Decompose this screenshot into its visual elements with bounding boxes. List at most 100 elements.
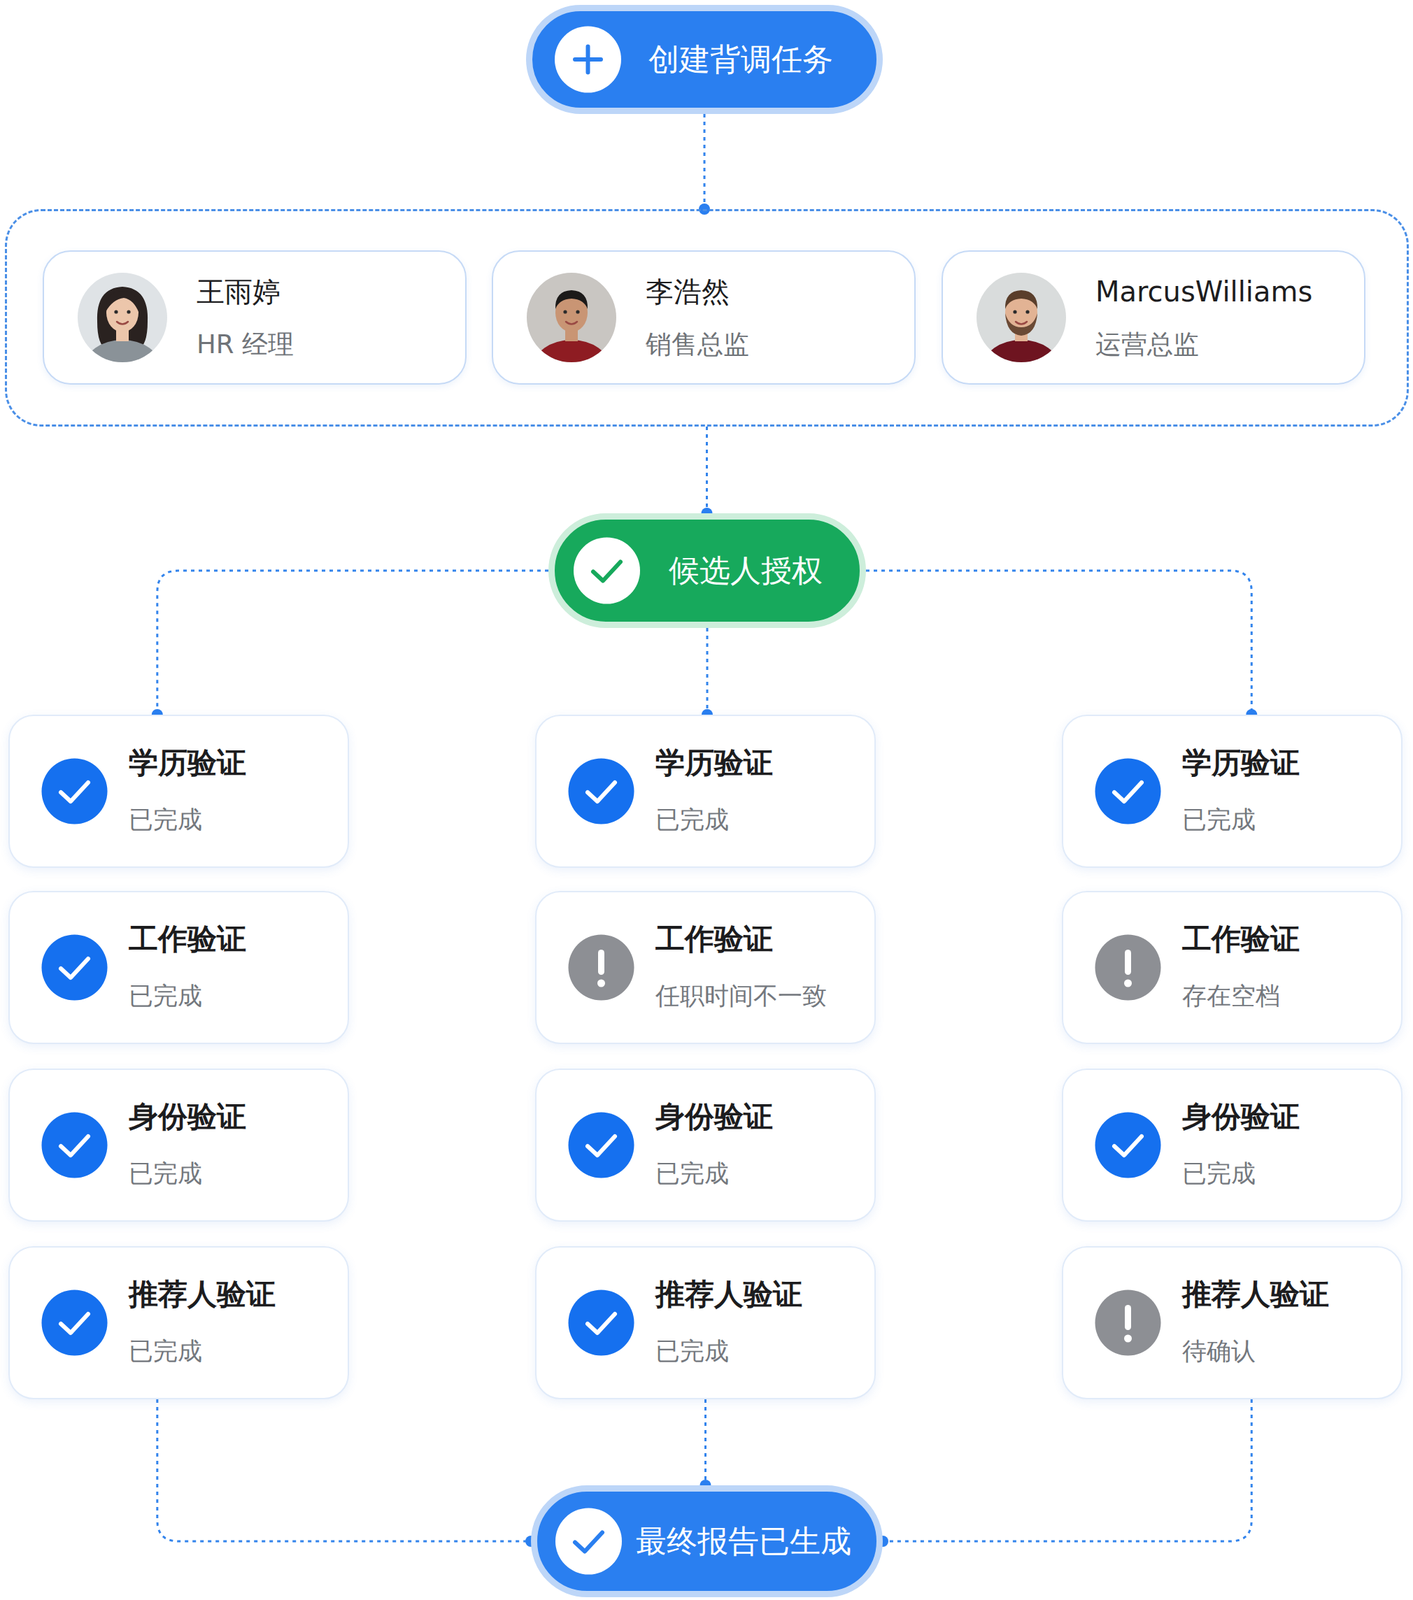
avatar-beard xyxy=(1005,313,1038,336)
warning-icon xyxy=(567,934,635,1001)
done-icon xyxy=(41,934,108,1001)
verification-card: 学历验证已完成 xyxy=(535,714,876,869)
icon-disc xyxy=(41,935,108,1001)
avatar-hair-top xyxy=(555,290,588,310)
avatar-hair-top xyxy=(105,290,140,314)
check-mark xyxy=(1114,1136,1142,1156)
dotted-connector xyxy=(157,1399,531,1542)
check-status: 任职时间不一致 xyxy=(655,980,827,1012)
dotted-connector xyxy=(157,570,549,715)
dotted-connector xyxy=(704,1399,707,1486)
avatar-eye xyxy=(563,309,567,314)
step-label: 创建背调任务 xyxy=(648,41,834,78)
avatar-eye xyxy=(126,309,131,314)
check-title: 学历验证 xyxy=(655,745,773,781)
check-title: 身份验证 xyxy=(1182,1099,1300,1135)
person-card: 王雨婷 HR 经理 xyxy=(42,250,467,385)
avatar-shirt xyxy=(84,339,161,394)
check-status: 已完成 xyxy=(1182,1158,1256,1190)
person-role: 运营总监 xyxy=(1095,328,1199,361)
done-icon xyxy=(567,1112,635,1179)
avatar-photo xyxy=(976,272,1067,363)
dotted-connector xyxy=(705,426,708,514)
person-name: MarcusWilliams xyxy=(1095,274,1313,310)
check-status: 已完成 xyxy=(655,804,729,836)
authorize-pill: 候选人授权 xyxy=(548,513,866,629)
verification-card: 工作验证存在空档 xyxy=(1061,891,1403,1045)
avatar-mouth xyxy=(116,321,129,325)
verification-card: 推荐人验证已完成 xyxy=(8,1246,350,1400)
check-status: 已完成 xyxy=(655,1158,729,1190)
check-mark xyxy=(60,959,89,978)
icon-disc xyxy=(1095,1112,1162,1179)
warning-dot xyxy=(597,980,606,988)
check-status: 已完成 xyxy=(128,980,203,1012)
check-title: 学历验证 xyxy=(1182,745,1300,781)
avatar-eye xyxy=(1025,309,1029,314)
step-label: 候选人授权 xyxy=(668,552,823,589)
avatar-eye xyxy=(114,309,118,314)
warning-icon xyxy=(1094,1289,1162,1357)
check-title: 推荐人验证 xyxy=(128,1277,276,1313)
icon-disc xyxy=(1095,1290,1162,1357)
warning-dot xyxy=(1124,1335,1132,1344)
icon-disc xyxy=(41,1112,108,1179)
warning-bar xyxy=(1124,1305,1132,1331)
check-icon xyxy=(573,537,641,605)
avatar-shirt xyxy=(533,339,610,394)
check-icon xyxy=(555,1508,622,1576)
verification-card: 工作验证任职时间不一致 xyxy=(535,891,876,1045)
icon-disc xyxy=(1095,758,1162,825)
icon-disc xyxy=(568,1290,635,1357)
verification-card: 身份验证已完成 xyxy=(8,1068,350,1223)
done-icon xyxy=(41,1289,108,1357)
done-icon xyxy=(1094,758,1162,825)
check-title: 学历验证 xyxy=(128,745,247,781)
avatar-photo xyxy=(526,272,617,363)
check-mark xyxy=(587,782,615,802)
plus-icon xyxy=(554,26,622,94)
dotted-connector xyxy=(882,1399,1252,1542)
check-mark xyxy=(587,1314,615,1334)
person-card: 李浩然销售总监 xyxy=(491,250,916,385)
verification-card: 推荐人验证已完成 xyxy=(535,1246,876,1400)
dotted-connector xyxy=(865,570,1252,715)
done-icon xyxy=(41,758,108,825)
check-title: 工作验证 xyxy=(128,921,247,957)
person-name: 王雨婷 xyxy=(196,274,281,310)
avatar-hair-top xyxy=(1005,290,1038,310)
step-label: 最终报告已生成 xyxy=(635,1523,852,1560)
candidate-group: 王雨婷 HR 经理 李浩然销售总监 MarcusWilliams 运营总监 xyxy=(4,209,1409,427)
person-role: HR 经理 xyxy=(196,328,294,361)
done-icon xyxy=(41,1112,108,1179)
done-icon xyxy=(1094,1112,1162,1179)
icon-disc xyxy=(568,935,635,1001)
check-title: 推荐人验证 xyxy=(1182,1277,1330,1313)
dotted-connector xyxy=(706,628,709,715)
check-title: 推荐人验证 xyxy=(655,1277,803,1313)
start-pill: 创建背调任务 xyxy=(526,4,883,115)
check-status: 存在空档 xyxy=(1182,980,1281,1012)
icon-disc xyxy=(1095,935,1162,1001)
check-mark xyxy=(1114,782,1142,802)
check-mark xyxy=(60,782,89,802)
icon-disc xyxy=(41,758,108,825)
avatar-mouth xyxy=(1015,321,1027,325)
warning-dot xyxy=(1124,980,1132,988)
dotted-connector xyxy=(703,114,706,210)
verification-card: 推荐人验证待确认 xyxy=(1061,1246,1403,1400)
check-status: 已完成 xyxy=(128,804,203,836)
check-mark xyxy=(587,1136,615,1156)
avatar-hair xyxy=(97,286,148,350)
verification-card: 身份验证已完成 xyxy=(535,1068,876,1223)
verification-card: 学历验证已完成 xyxy=(8,714,350,869)
check-mark xyxy=(574,1533,603,1553)
avatar-eye xyxy=(1012,309,1017,314)
plus-mark xyxy=(574,46,601,73)
check-title: 身份验证 xyxy=(128,1099,247,1135)
icon-disc xyxy=(573,537,641,605)
avatar-eye xyxy=(575,309,580,314)
check-status: 已完成 xyxy=(1182,804,1256,836)
check-status: 已完成 xyxy=(655,1336,729,1367)
